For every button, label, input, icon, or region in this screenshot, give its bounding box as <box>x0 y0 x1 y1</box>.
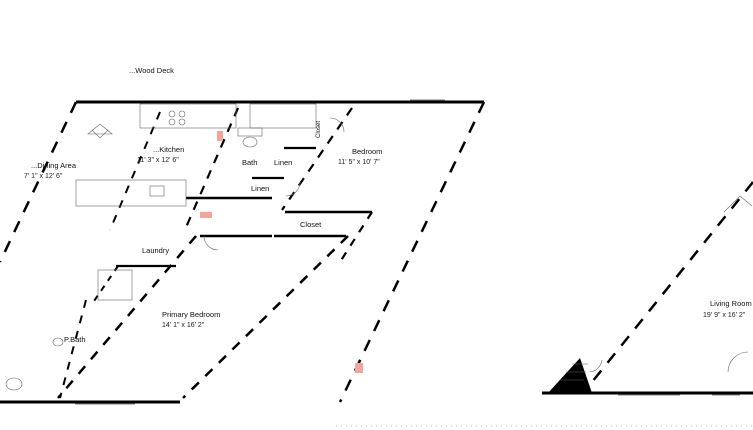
entry-marker-icon <box>200 212 212 218</box>
fireplace-icon <box>723 195 753 213</box>
room-label-dining-area: ...Dining Area <box>31 161 77 170</box>
room-label-primary-bedroom: Primary Bedroom <box>162 310 220 319</box>
right-unit: Living Room 19' 9" x 16' 2" <box>542 181 753 396</box>
room-dims-primary-bedroom: 14' 1" x 16' 2" <box>162 322 205 329</box>
left-unit-fixtures <box>5 103 363 391</box>
door-swing-icon <box>329 117 345 133</box>
door-swing-icon <box>285 181 301 197</box>
laundry-left-wall <box>91 265 119 305</box>
entry-marker-icon <box>217 131 223 141</box>
stove-burner-icon <box>178 110 186 118</box>
door-swing-icon <box>589 359 603 373</box>
left-angled-wall <box>0 101 78 263</box>
room-dims-living-room: 19' 9" x 16' 2" <box>703 312 746 319</box>
room-label-linen-upper: Linen <box>274 158 292 167</box>
vanity-icon <box>237 127 263 137</box>
room-label-bath: Bath <box>242 158 257 167</box>
room-dims-kitchen: 11' 3" x 12' 6" <box>137 157 179 164</box>
room-label-linen-lower: Linen <box>251 184 269 193</box>
stairs-icon <box>87 123 113 135</box>
pbath-sink-icon <box>52 337 64 347</box>
room-label-laundry: Laundry <box>142 246 169 255</box>
left-unit-labels: ...Wood Deck ...Kitchen 11' 3" x 12' 6" … <box>24 66 382 344</box>
kitchen-island <box>75 179 187 207</box>
stove-burner-icon <box>178 118 186 126</box>
entry-marker-icon <box>355 363 363 373</box>
right-angled-wall <box>338 101 486 403</box>
room-label-closet-upper: Closet <box>316 121 322 138</box>
bathtub-icon <box>249 103 317 129</box>
door-swing-icon <box>91 129 109 139</box>
door-swing-icon <box>203 235 219 251</box>
pbath-wall <box>59 299 87 399</box>
living-room-angled-wall <box>583 181 753 393</box>
stairs-icon <box>548 358 592 393</box>
bedroom-left-wall <box>281 107 353 211</box>
stove-burner-icon <box>168 110 176 118</box>
kitchen-dining-divider <box>109 111 161 231</box>
room-label-bedroom: Bedroom <box>352 147 382 156</box>
room-dims-bedroom: 11' 5" x 10' 7" <box>338 159 380 166</box>
room-label-living-room: Living Room <box>710 299 752 308</box>
room-label-kitchen: ...Kitchen <box>153 145 184 154</box>
kitchen-sink-icon <box>149 185 165 197</box>
room-label-wood-deck: ...Wood Deck <box>129 66 174 75</box>
left-unit-walls <box>0 99 486 405</box>
bath-kitchen-wall <box>182 107 240 233</box>
room-label-primary-bath: P.Bath <box>64 335 86 344</box>
stove-burner-icon <box>168 118 176 126</box>
toilet-icon <box>242 136 258 148</box>
washer-icon <box>97 269 133 301</box>
bedroom-right-lower <box>339 211 373 263</box>
room-dims-dining-area: 7' 1" x 12' 6" <box>24 173 63 180</box>
door-swing-icon <box>727 351 749 373</box>
hall-diagonal-wall <box>57 235 197 399</box>
pbath-toilet-icon <box>5 377 23 391</box>
room-label-closet-lower: Closet <box>300 220 322 229</box>
primary-bedroom-right-wall <box>182 235 349 399</box>
stair-treads-icon <box>560 363 588 381</box>
kitchen-upper-counter <box>139 103 237 129</box>
